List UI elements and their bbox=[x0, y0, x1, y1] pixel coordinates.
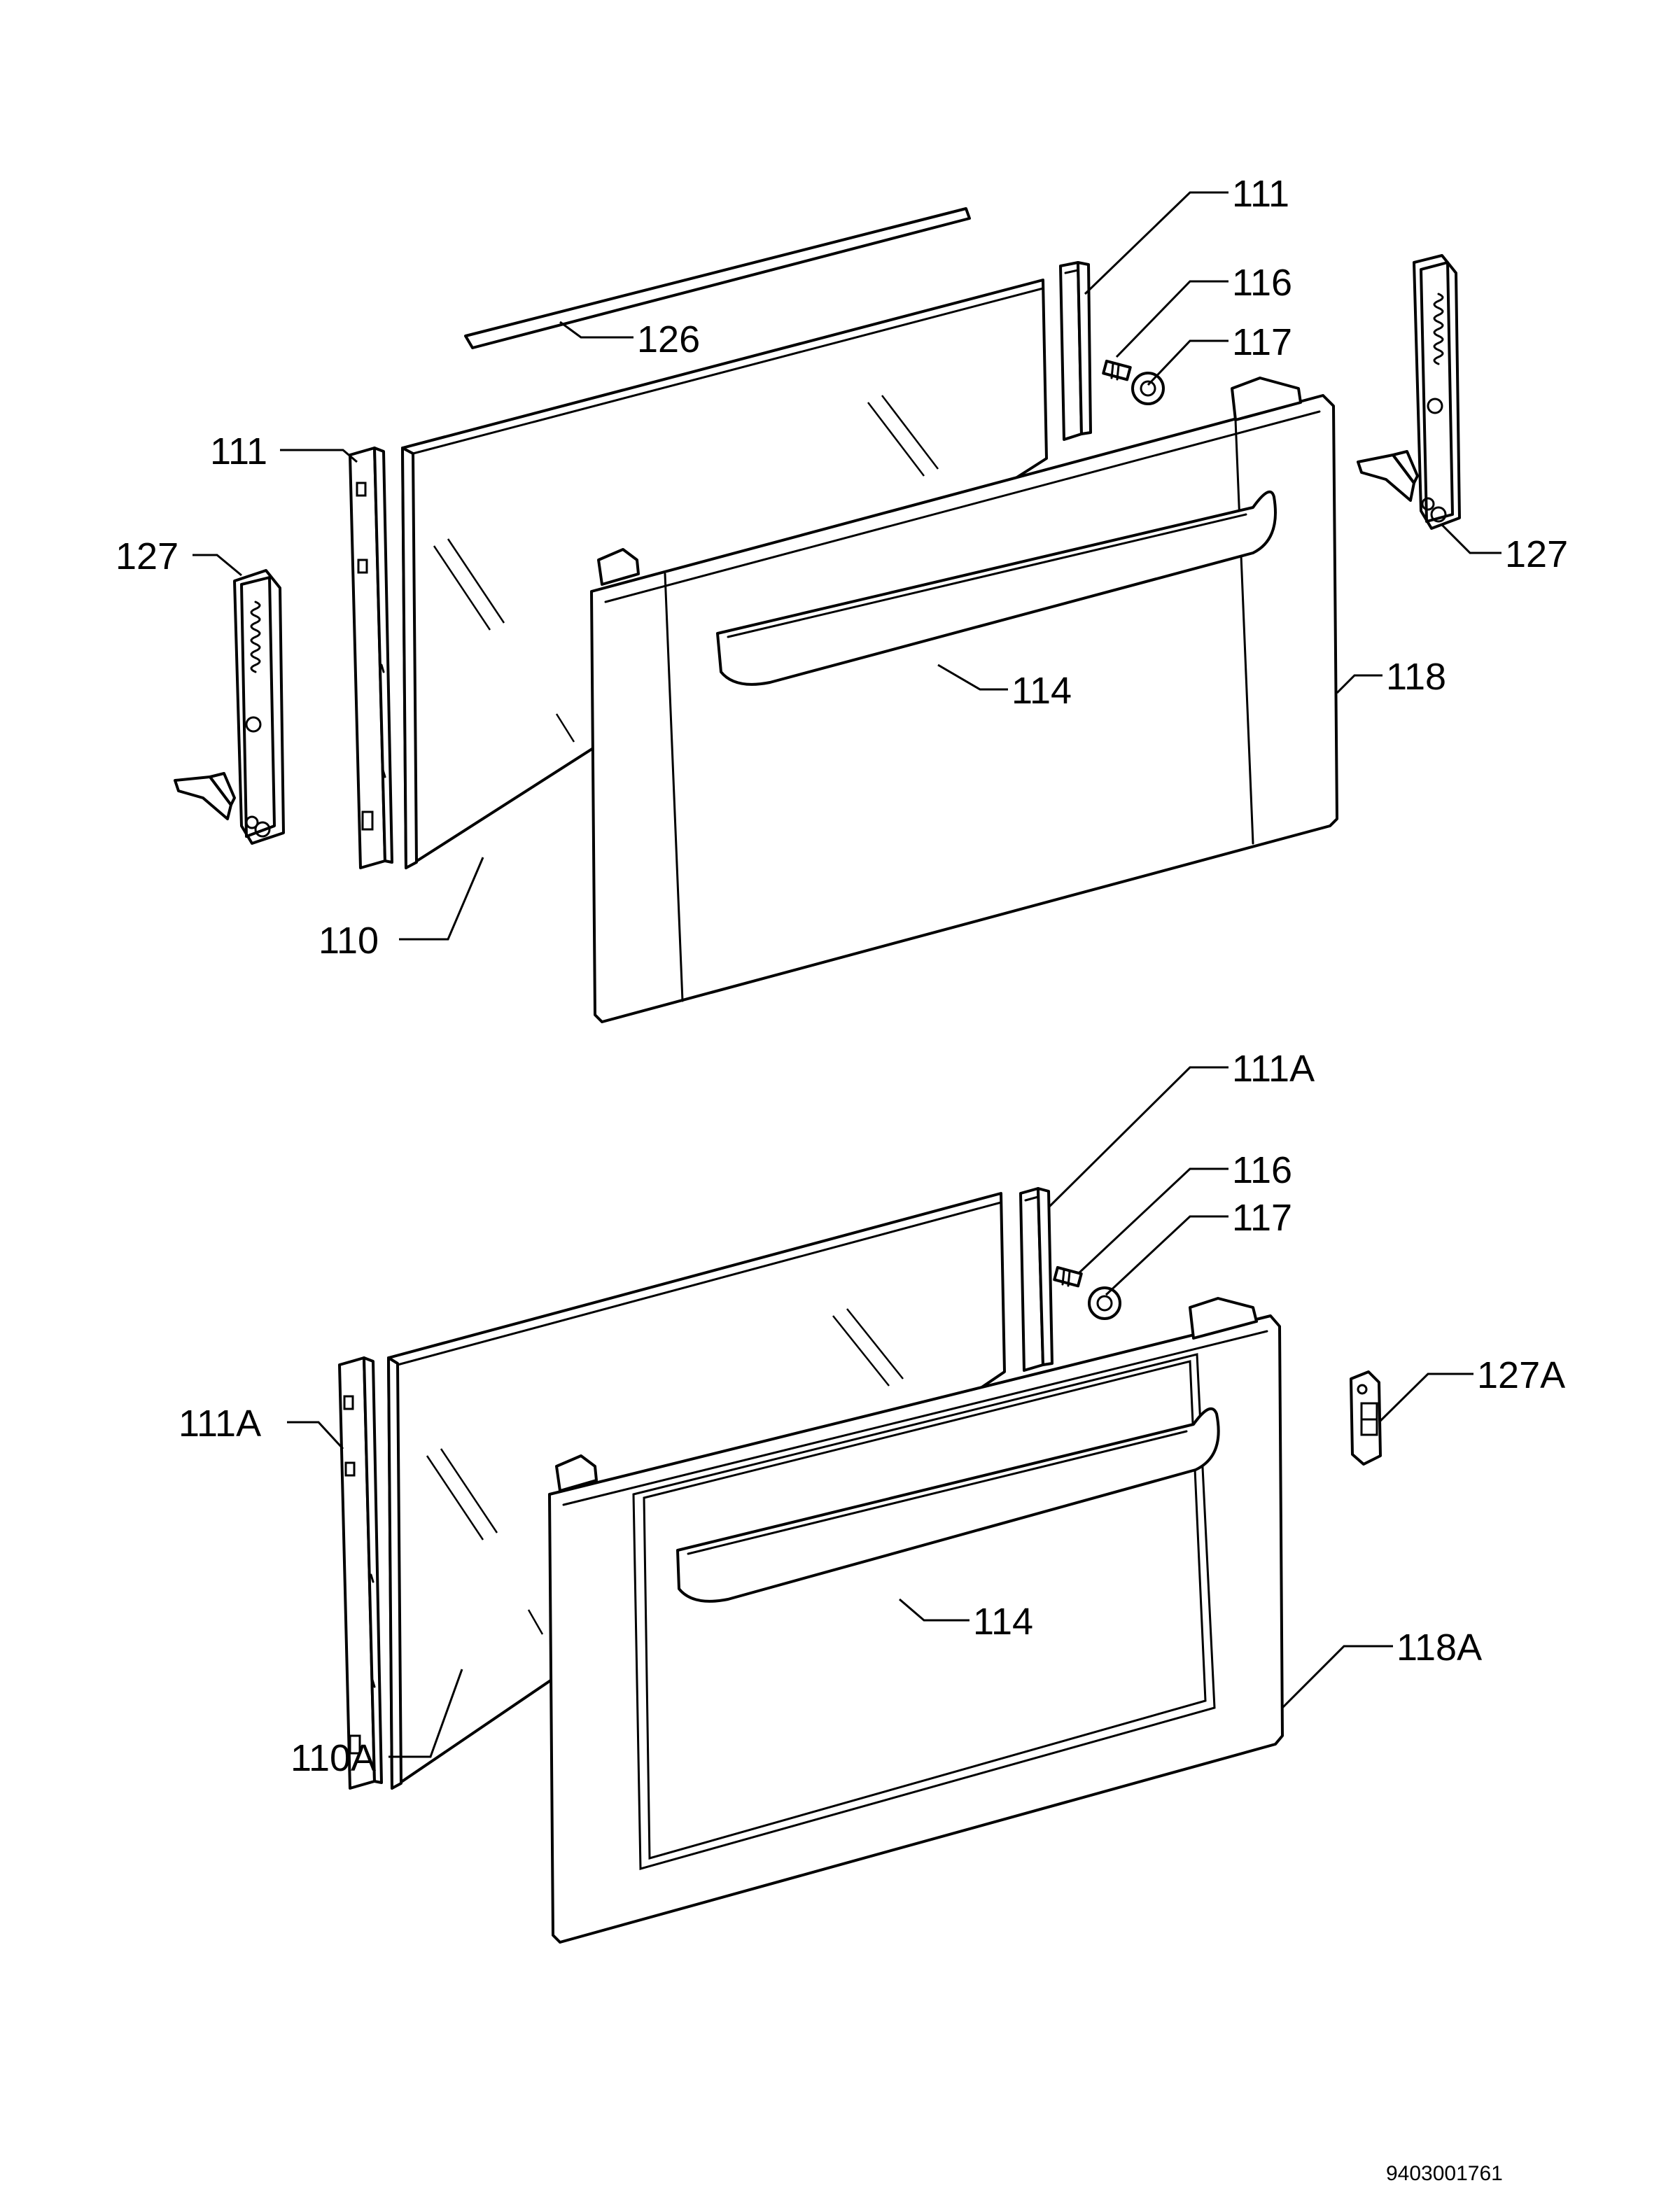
part-127A-latch bbox=[1350, 1370, 1382, 1466]
drawing-number: 9403001761 bbox=[1386, 2162, 1503, 2185]
label-117-bottom: 117 bbox=[1232, 1197, 1292, 1239]
label-111-top-left: 111 bbox=[210, 430, 267, 472]
part-118A-outer-door bbox=[548, 1297, 1284, 1944]
label-111A-bottom-left: 111A bbox=[178, 1403, 261, 1445]
part-127-left-hinge bbox=[174, 569, 285, 845]
label-116-bottom: 116 bbox=[1232, 1149, 1292, 1191]
label-117-top: 117 bbox=[1232, 321, 1292, 363]
part-111A-left-channel bbox=[338, 1356, 383, 1790]
part-116-screw bbox=[1102, 359, 1132, 381]
label-127-top-right: 127 bbox=[1505, 533, 1568, 575]
part-111A-right-channel bbox=[1019, 1187, 1054, 1372]
part-118-outer-door bbox=[590, 377, 1338, 1023]
label-114-top: 114 bbox=[1011, 670, 1072, 712]
leader-lines bbox=[192, 191, 1502, 1758]
label-118A: 118A bbox=[1396, 1627, 1482, 1669]
part-116-screw-bottom bbox=[1053, 1265, 1083, 1288]
label-111A-bottom-right: 111A bbox=[1232, 1048, 1315, 1090]
part-127-right-hinge bbox=[1357, 254, 1461, 530]
label-127A: 127A bbox=[1477, 1354, 1565, 1396]
label-110A: 110A bbox=[290, 1737, 376, 1779]
part-117-washer-bottom bbox=[1088, 1286, 1121, 1320]
part-111-right-channel bbox=[1059, 261, 1092, 441]
part-117-washer bbox=[1131, 372, 1165, 405]
label-118: 118 bbox=[1386, 656, 1446, 698]
part-labels: 111 116 117 126 111 127 127 114 118 110 … bbox=[115, 173, 1568, 2185]
label-114-bottom: 114 bbox=[973, 1601, 1033, 1643]
label-111-top-right: 111 bbox=[1232, 173, 1289, 215]
part-126-strip bbox=[464, 207, 971, 349]
label-116-top: 116 bbox=[1232, 262, 1292, 304]
label-110: 110 bbox=[318, 920, 379, 962]
part-111-left-channel bbox=[349, 447, 393, 869]
label-126: 126 bbox=[637, 318, 700, 360]
label-127-top-left: 127 bbox=[115, 535, 178, 577]
